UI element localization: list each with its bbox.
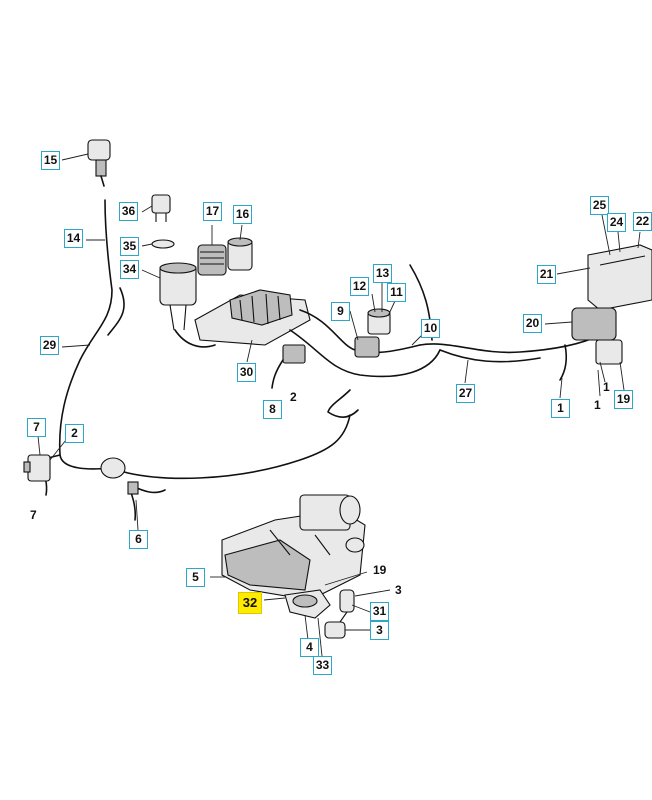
part-36-cap (151, 194, 171, 222)
callout-21: 21 (537, 265, 556, 284)
callout-20: 20 (523, 314, 542, 333)
part-16-connector (227, 237, 253, 271)
callout-5: 5 (186, 568, 205, 587)
label-1-battery-a: 1 (603, 380, 610, 394)
callout-30: 30 (237, 363, 256, 382)
part-5-motor-assembly (221, 494, 366, 601)
callout-35: 35 (120, 237, 139, 256)
part-20-solenoid (571, 307, 623, 365)
label-7-lower: 7 (30, 508, 37, 522)
callout-25: 25 (590, 196, 609, 215)
callout-17: 17 (203, 202, 222, 221)
part-34-relay (159, 262, 197, 331)
callout-1: 1 (551, 399, 570, 418)
callout-16: 16 (233, 205, 252, 224)
callout-3: 3 (370, 621, 389, 640)
callout-7: 7 (27, 418, 46, 437)
callout-10: 10 (421, 319, 440, 338)
callout-27: 27 (456, 384, 475, 403)
label-3-upper: 3 (395, 583, 402, 597)
label-19-motor: 19 (373, 563, 387, 577)
part-8-terminal (271, 344, 306, 389)
callout-22: 22 (633, 212, 652, 231)
callout-15: 15 (41, 151, 60, 170)
harness-wire-main (58, 199, 113, 470)
callout-12: 12 (350, 277, 369, 296)
label-1-battery-b: 1 (594, 398, 601, 412)
part-7-switch (23, 454, 51, 482)
callout-2: 2 (65, 424, 84, 443)
part-31-bushing (324, 589, 355, 639)
callout-14: 14 (64, 229, 83, 248)
callout-6: 6 (129, 530, 148, 549)
part-12-switch (367, 308, 391, 335)
callout-34: 34 (120, 260, 139, 279)
part-6-clip (100, 457, 139, 495)
battery (587, 244, 652, 311)
callout-19: 19 (614, 390, 633, 409)
part-30-fuse-box (194, 289, 311, 346)
part-35-washer (151, 239, 175, 249)
part-32-sensor (284, 589, 331, 619)
callout-24: 24 (607, 213, 626, 232)
part-15-connector (87, 139, 111, 187)
part-17-connector (197, 244, 227, 276)
callout-36: 36 (119, 202, 138, 221)
callout-9: 9 (331, 302, 350, 321)
callout-8: 8 (263, 400, 282, 419)
callout-29: 29 (40, 336, 59, 355)
callout-31: 31 (370, 602, 389, 621)
label-2-terminal: 2 (290, 390, 297, 404)
callout-32-highlighted[interactable]: 32 (238, 592, 262, 614)
callout-11: 11 (387, 283, 406, 302)
callout-4: 4 (300, 638, 319, 657)
callout-33: 33 (313, 656, 332, 675)
callout-13: 13 (373, 264, 392, 283)
part-9-connector (354, 336, 380, 358)
